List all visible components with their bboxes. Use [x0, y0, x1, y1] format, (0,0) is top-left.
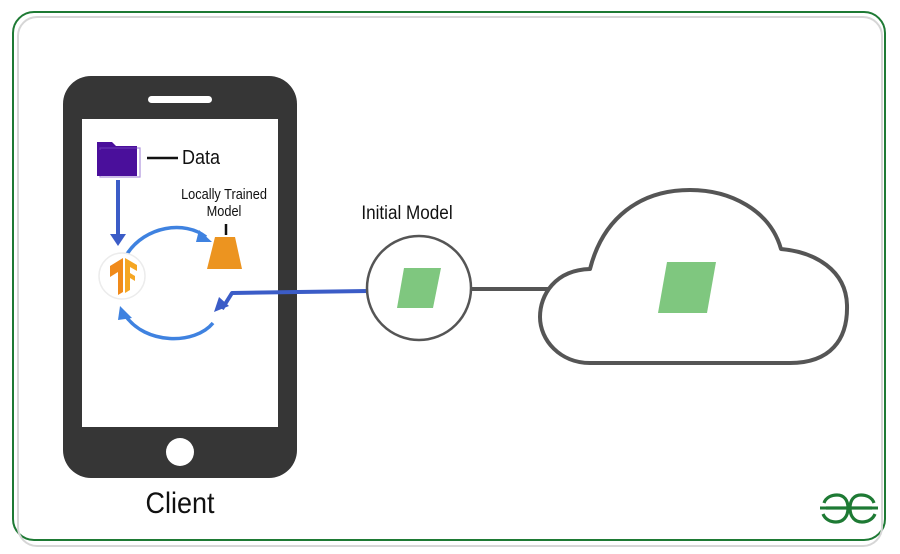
phone-speaker [148, 96, 212, 103]
cycle-arrow-head-bottom [118, 306, 132, 320]
smartphone-icon [63, 76, 297, 478]
parallelogram-model-icon [397, 268, 441, 308]
trapezoid-model-icon [207, 237, 242, 269]
initial-model-label: Initial Model [361, 203, 453, 224]
data-label: Data [182, 147, 221, 169]
geeksforgeeks-logo-icon [820, 493, 878, 524]
loop-to-tensorflow-arrow [123, 313, 215, 341]
data-arrow-head [110, 234, 126, 246]
folder-icon [97, 142, 141, 178]
phone-home-button [166, 438, 194, 466]
initial-arrow-head [214, 297, 229, 312]
cycle-arrow-head-top [196, 230, 212, 242]
client-label: Client [145, 487, 215, 520]
global-model-icon [658, 262, 716, 313]
inner-frame [17, 16, 883, 547]
cloud-icon [538, 188, 850, 365]
initial-model-node [365, 234, 473, 342]
outer-frame [12, 11, 886, 541]
tensorflow-logo-icon [98, 252, 146, 300]
